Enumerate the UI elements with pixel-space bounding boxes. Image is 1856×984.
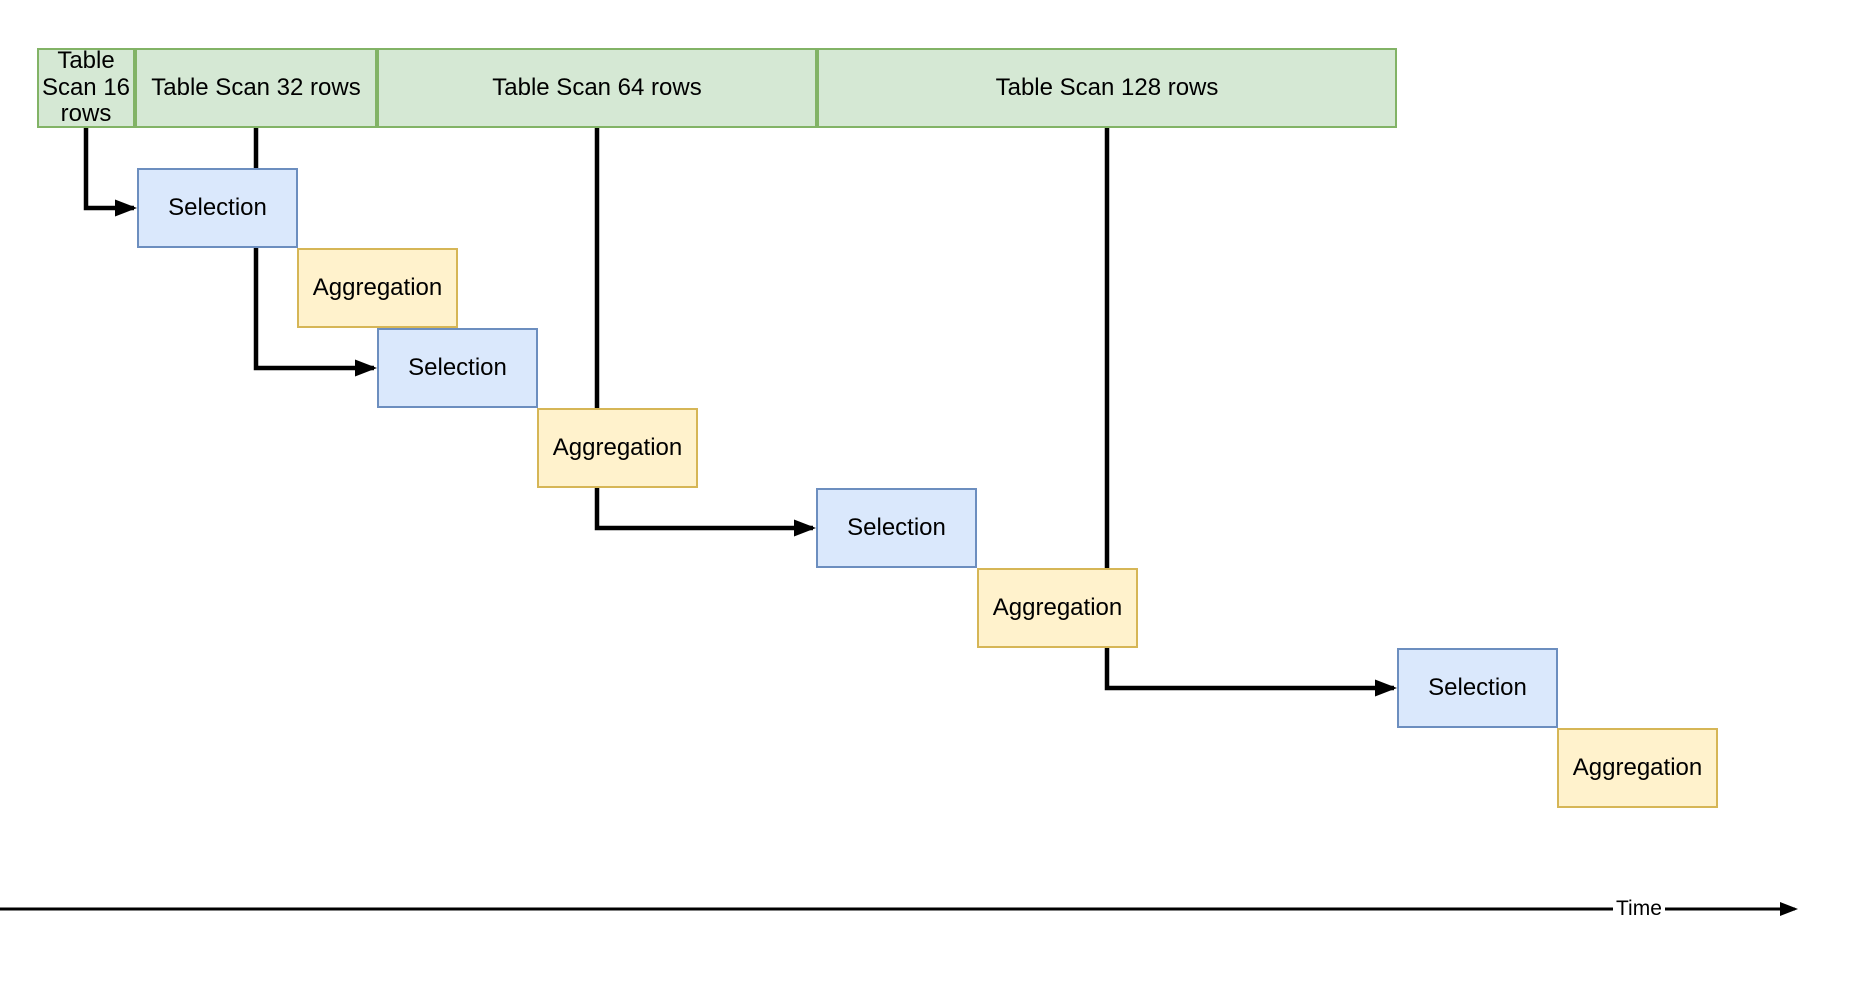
selection-label-4: Selection xyxy=(1428,673,1527,701)
selection-box-2: Selection xyxy=(377,328,538,408)
aggregation-box-1: Aggregation xyxy=(297,248,458,328)
table-scan-32-label: Table Scan 32 rows xyxy=(151,73,361,101)
time-axis-label: Time xyxy=(1613,895,1665,922)
selection-box-3: Selection xyxy=(816,488,977,568)
aggregation-label-3: Aggregation xyxy=(992,593,1123,621)
aggregation-label-1: Aggregation xyxy=(312,273,443,301)
selection-label-1: Selection xyxy=(168,193,267,221)
arrow-scan128-to-selection xyxy=(1104,128,1397,697)
table-scan-64-box: Table Scan 64 rows xyxy=(377,48,817,128)
aggregation-label-4: Aggregation xyxy=(1572,753,1703,781)
arrow-scan64-to-selection xyxy=(594,128,816,537)
table-scan-128-label: Table Scan 128 rows xyxy=(995,73,1219,101)
table-scan-32-box: Table Scan 32 rows xyxy=(135,48,377,128)
aggregation-box-2: Aggregation xyxy=(537,408,698,488)
aggregation-label-2: Aggregation xyxy=(552,433,683,461)
table-scan-16-box: Table Scan 16 rows xyxy=(37,46,135,128)
selection-box-1: Selection xyxy=(137,168,298,248)
selection-label-2: Selection xyxy=(408,353,507,381)
arrow-scan16-to-selection xyxy=(83,128,137,217)
aggregation-box-3: Aggregation xyxy=(977,568,1138,648)
table-scan-64-label: Table Scan 64 rows xyxy=(492,73,702,101)
selection-label-3: Selection xyxy=(847,513,946,541)
aggregation-box-4: Aggregation xyxy=(1557,728,1718,808)
table-scan-16-label: Table Scan 16 rows xyxy=(41,46,131,128)
table-scan-128-box: Table Scan 128 rows xyxy=(817,48,1397,128)
selection-box-4: Selection xyxy=(1397,648,1558,728)
